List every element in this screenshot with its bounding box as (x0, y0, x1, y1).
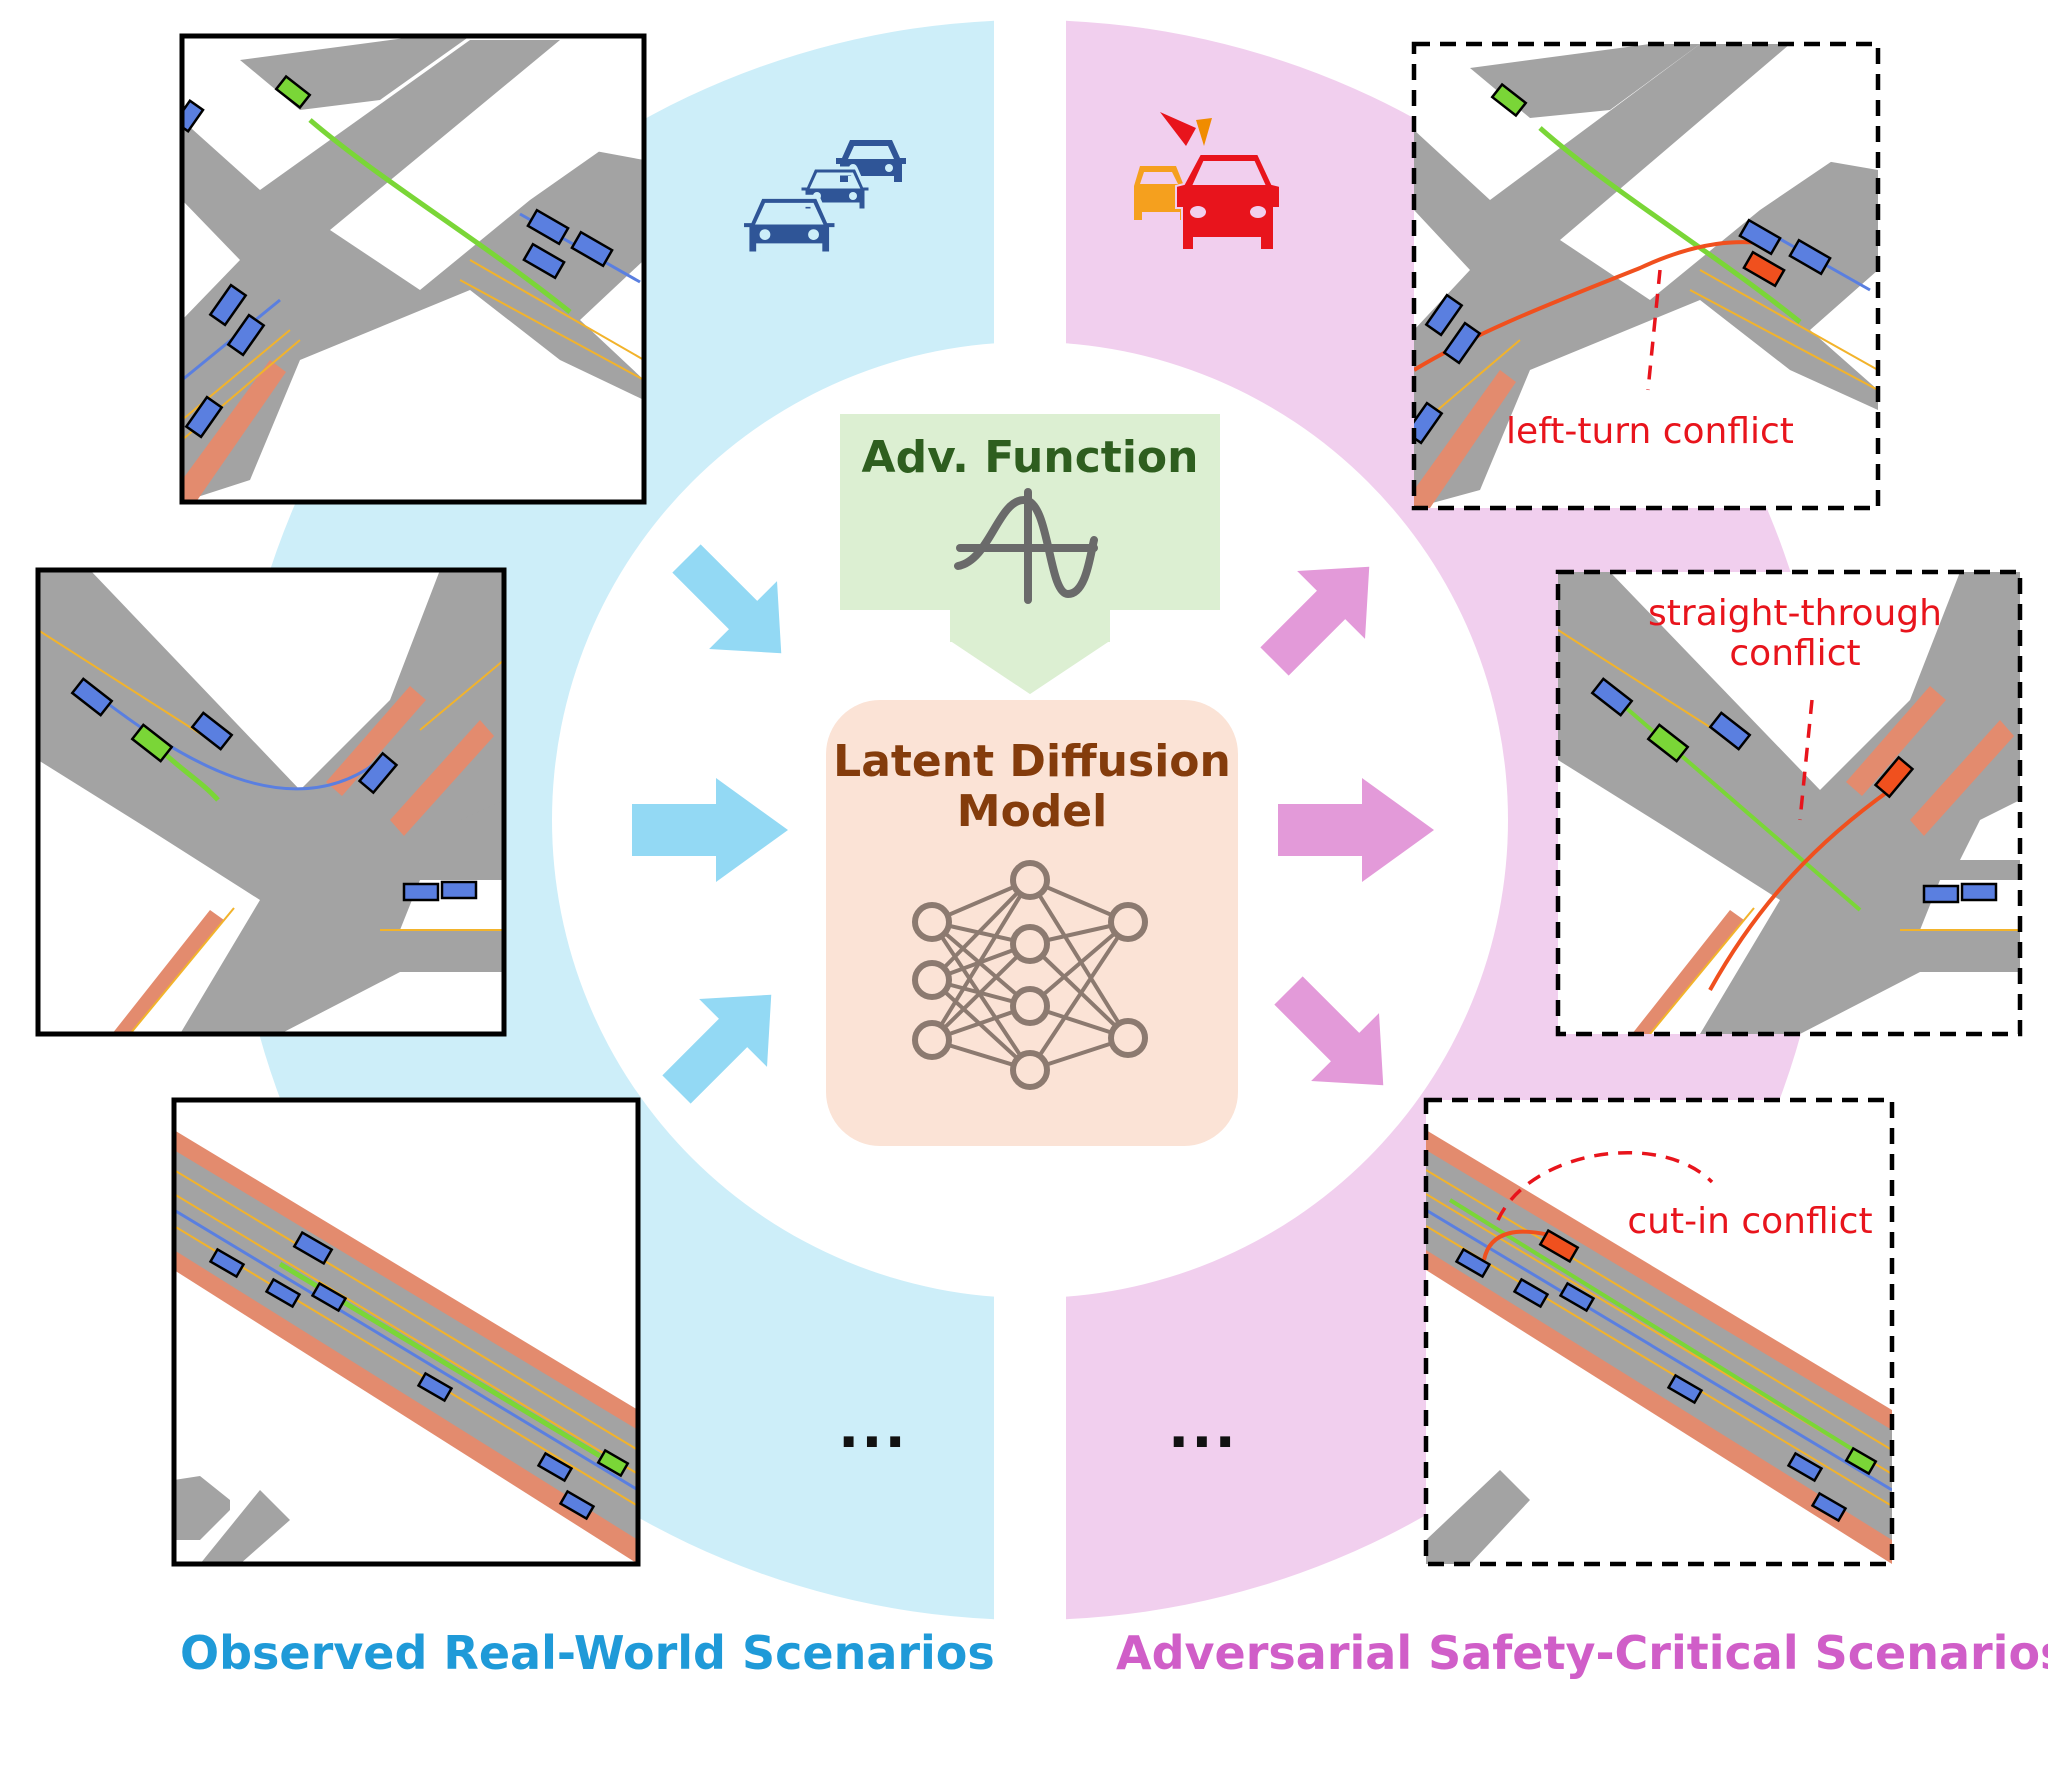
latent-diffusion-model-block (826, 700, 1238, 1146)
output-arrows (1260, 566, 1434, 1086)
straight-through-conflict-label-line1: straight-through (1648, 593, 1942, 634)
sine-function-icon (954, 488, 1098, 604)
input-arrows (632, 544, 788, 1104)
adversarial-ellipsis: ... (1168, 1396, 1238, 1461)
input-arrow-bottom (662, 994, 772, 1104)
adversarial-scenarios-caption: Adversarial Safety-Critical Scenarios (1116, 1626, 2048, 1680)
input-arrow-middle (632, 778, 788, 882)
observed-scenario-1 (179, 33, 647, 505)
cut-in-conflict-label: cut-in conflict (1627, 1201, 1873, 1242)
output-arrow-bottom (1274, 976, 1384, 1086)
traffic-cars-icon (739, 140, 906, 256)
latent-diffusion-model-title-line1: Latent Diffusion (833, 736, 1231, 787)
straight-through-conflict-label-line2: conflict (1729, 633, 1861, 674)
adversarial-scenario-cut-in (1423, 1097, 1895, 1567)
neural-network-icon (912, 860, 1148, 1090)
observed-scenario-3 (171, 1097, 641, 1567)
adversarial-scenario-straight-through (1555, 569, 2023, 1037)
output-arrow-middle (1278, 778, 1434, 882)
observed-scenarios-caption: Observed Real-World Scenarios (180, 1626, 995, 1680)
output-arrow-top (1260, 566, 1370, 676)
latent-diffusion-model-title-line2: Model (956, 786, 1108, 837)
left-turn-conflict-label: left-turn conflict (1506, 411, 1794, 452)
observed-scenario-2 (35, 567, 507, 1037)
crash-cars-icon (1134, 112, 1281, 251)
input-arrow-top (672, 544, 782, 654)
adv-function-title: Adv. Function (861, 432, 1199, 483)
adv-function-block (840, 414, 1220, 694)
observed-ellipsis: ... (838, 1396, 908, 1461)
adversarial-scenario-left-turn (1411, 41, 1881, 511)
